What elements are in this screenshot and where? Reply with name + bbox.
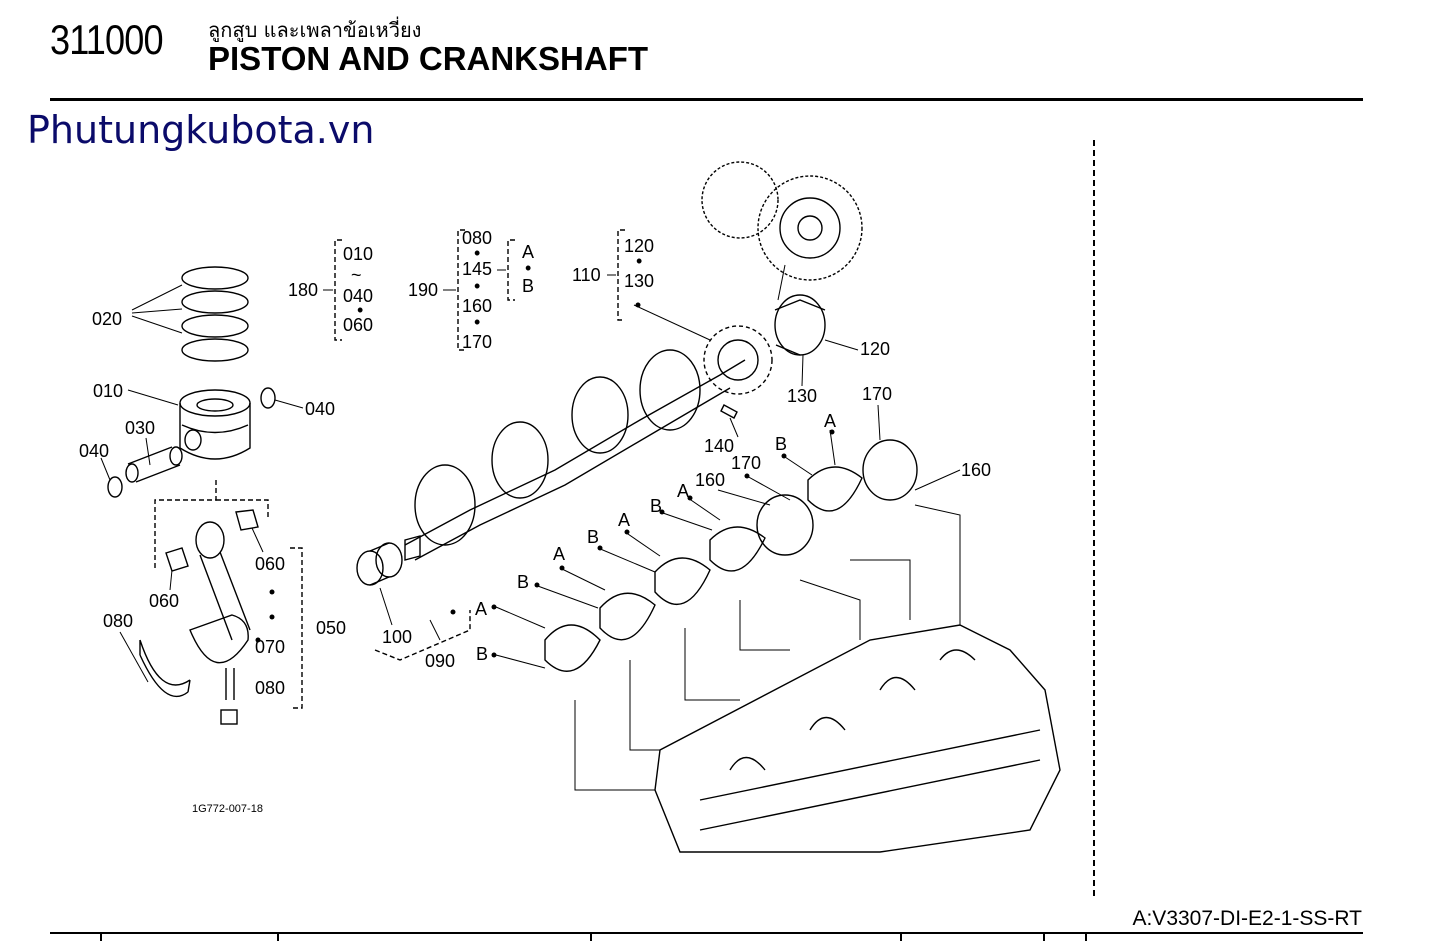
crank-gear-small (356, 542, 403, 586)
footer-rule (50, 932, 1363, 934)
callout-100: 100 (382, 627, 412, 647)
group-110-label: 110 (572, 265, 601, 285)
callout-030: 030 (125, 418, 155, 438)
callout-070: 070 (255, 637, 285, 657)
piston (179, 389, 251, 460)
callout-020: 020 (92, 309, 122, 329)
callout-140: 140 (704, 436, 734, 456)
piston-rings (181, 266, 249, 362)
callout-A-2: A (553, 544, 565, 564)
connecting-rod (189, 521, 251, 725)
group-190-item-1: 080 (462, 228, 492, 248)
crankshaft (404, 349, 746, 561)
callout-A-3: A (618, 510, 630, 530)
small-end-bushings (165, 509, 259, 572)
main-bearings (544, 466, 863, 672)
section-code: 311000 (50, 16, 164, 63)
leader-dots (255, 302, 835, 658)
group-190-sub-3: B (522, 276, 534, 296)
part-drawings (100, 161, 1061, 853)
table-divider (277, 932, 279, 941)
group-180-item-4: • (357, 300, 363, 320)
group-180-item-1: 010 (343, 244, 373, 264)
crankshaft-gear (703, 325, 773, 395)
thrust-washers (756, 439, 918, 556)
callout-160-left: 160 (695, 470, 725, 490)
table-divider (1085, 932, 1087, 941)
group-190: 190 080 • 145 • 160 • 170 A • B (408, 228, 534, 352)
group-190-item-4: • (474, 276, 480, 296)
table-divider (590, 932, 592, 941)
group-180: 180 010 ~ 040 • 060 (288, 244, 373, 335)
figure-code: 1G772-007-18 (192, 803, 263, 815)
group-180-label: 180 (288, 280, 318, 300)
callout-010: 010 (93, 381, 123, 401)
group-110: 110 120 • 130 (572, 236, 654, 291)
table-divider (900, 932, 902, 941)
callout-170-right: 170 (862, 384, 892, 404)
group-190-item-3: 145 (462, 259, 492, 279)
section-title: PISTON AND CRANKSHAFT (208, 40, 649, 77)
group-190-item-5: 160 (462, 296, 492, 316)
group-110-item-2: • (636, 251, 642, 271)
callout-040-left: 040 (79, 441, 109, 461)
callout-050: 050 (316, 618, 346, 638)
callout-090: 090 (425, 651, 455, 671)
callout-B-1: B (476, 644, 488, 664)
callout-040-right: 040 (305, 399, 335, 419)
callout-120: 120 (860, 339, 890, 359)
crankshaft-key (720, 404, 738, 419)
table-divider (1043, 932, 1045, 941)
callout-B-5: B (775, 434, 787, 454)
group-brackets (154, 229, 625, 709)
callout-B-2: B (517, 572, 529, 592)
group-180-item-2: ~ (351, 265, 362, 285)
callout-A-5: A (824, 411, 836, 431)
group-190-item-2: • (474, 243, 480, 263)
panel-divider (1093, 140, 1095, 896)
crankcase (654, 624, 1061, 853)
callout-B-3: B (587, 527, 599, 547)
rod-bearing (139, 639, 191, 698)
leader-lines (100, 264, 961, 791)
circlip-right (260, 387, 276, 409)
watermark-text: Phutungkubota.vn (27, 108, 375, 152)
group-110-item-1: 120 (624, 236, 654, 256)
group-190-label: 190 (408, 280, 438, 300)
group-180-item-5: 060 (343, 315, 373, 335)
group-190-sub-2: • (525, 258, 531, 278)
callout-labels: 020 010 030 040 040 060 060 080 050 070 … (79, 309, 991, 698)
callout-130: 130 (787, 386, 817, 406)
table-divider (100, 932, 102, 941)
group-110-item-3: 130 (624, 271, 654, 291)
circlip-left (107, 476, 123, 498)
group-190-sub-1: A (522, 242, 534, 262)
group-190-item-6: • (474, 312, 480, 332)
callout-A-4: A (677, 481, 689, 501)
model-code: A:V3307-DI-E2-1-SS-RT (1132, 907, 1362, 930)
callout-160-right: 160 (961, 460, 991, 480)
header-rule (50, 98, 1363, 101)
piston-pin (125, 446, 183, 483)
timing-gears (701, 161, 863, 281)
callout-170-left: 170 (731, 453, 761, 473)
callout-080-left: 080 (103, 611, 133, 631)
callout-A-1: A (475, 599, 487, 619)
callout-080-bottom: 080 (255, 678, 285, 698)
callout-060-right: 060 (255, 554, 285, 574)
group-190-item-7: 170 (462, 332, 492, 352)
gear-bushing (774, 294, 826, 356)
group-180-item-3: 040 (343, 286, 373, 306)
callout-060-left: 060 (149, 591, 179, 611)
section-title-thai: ลูกสูบ และเพลาข้อเหวี่ยง (208, 18, 422, 42)
callout-B-4: B (650, 496, 662, 516)
